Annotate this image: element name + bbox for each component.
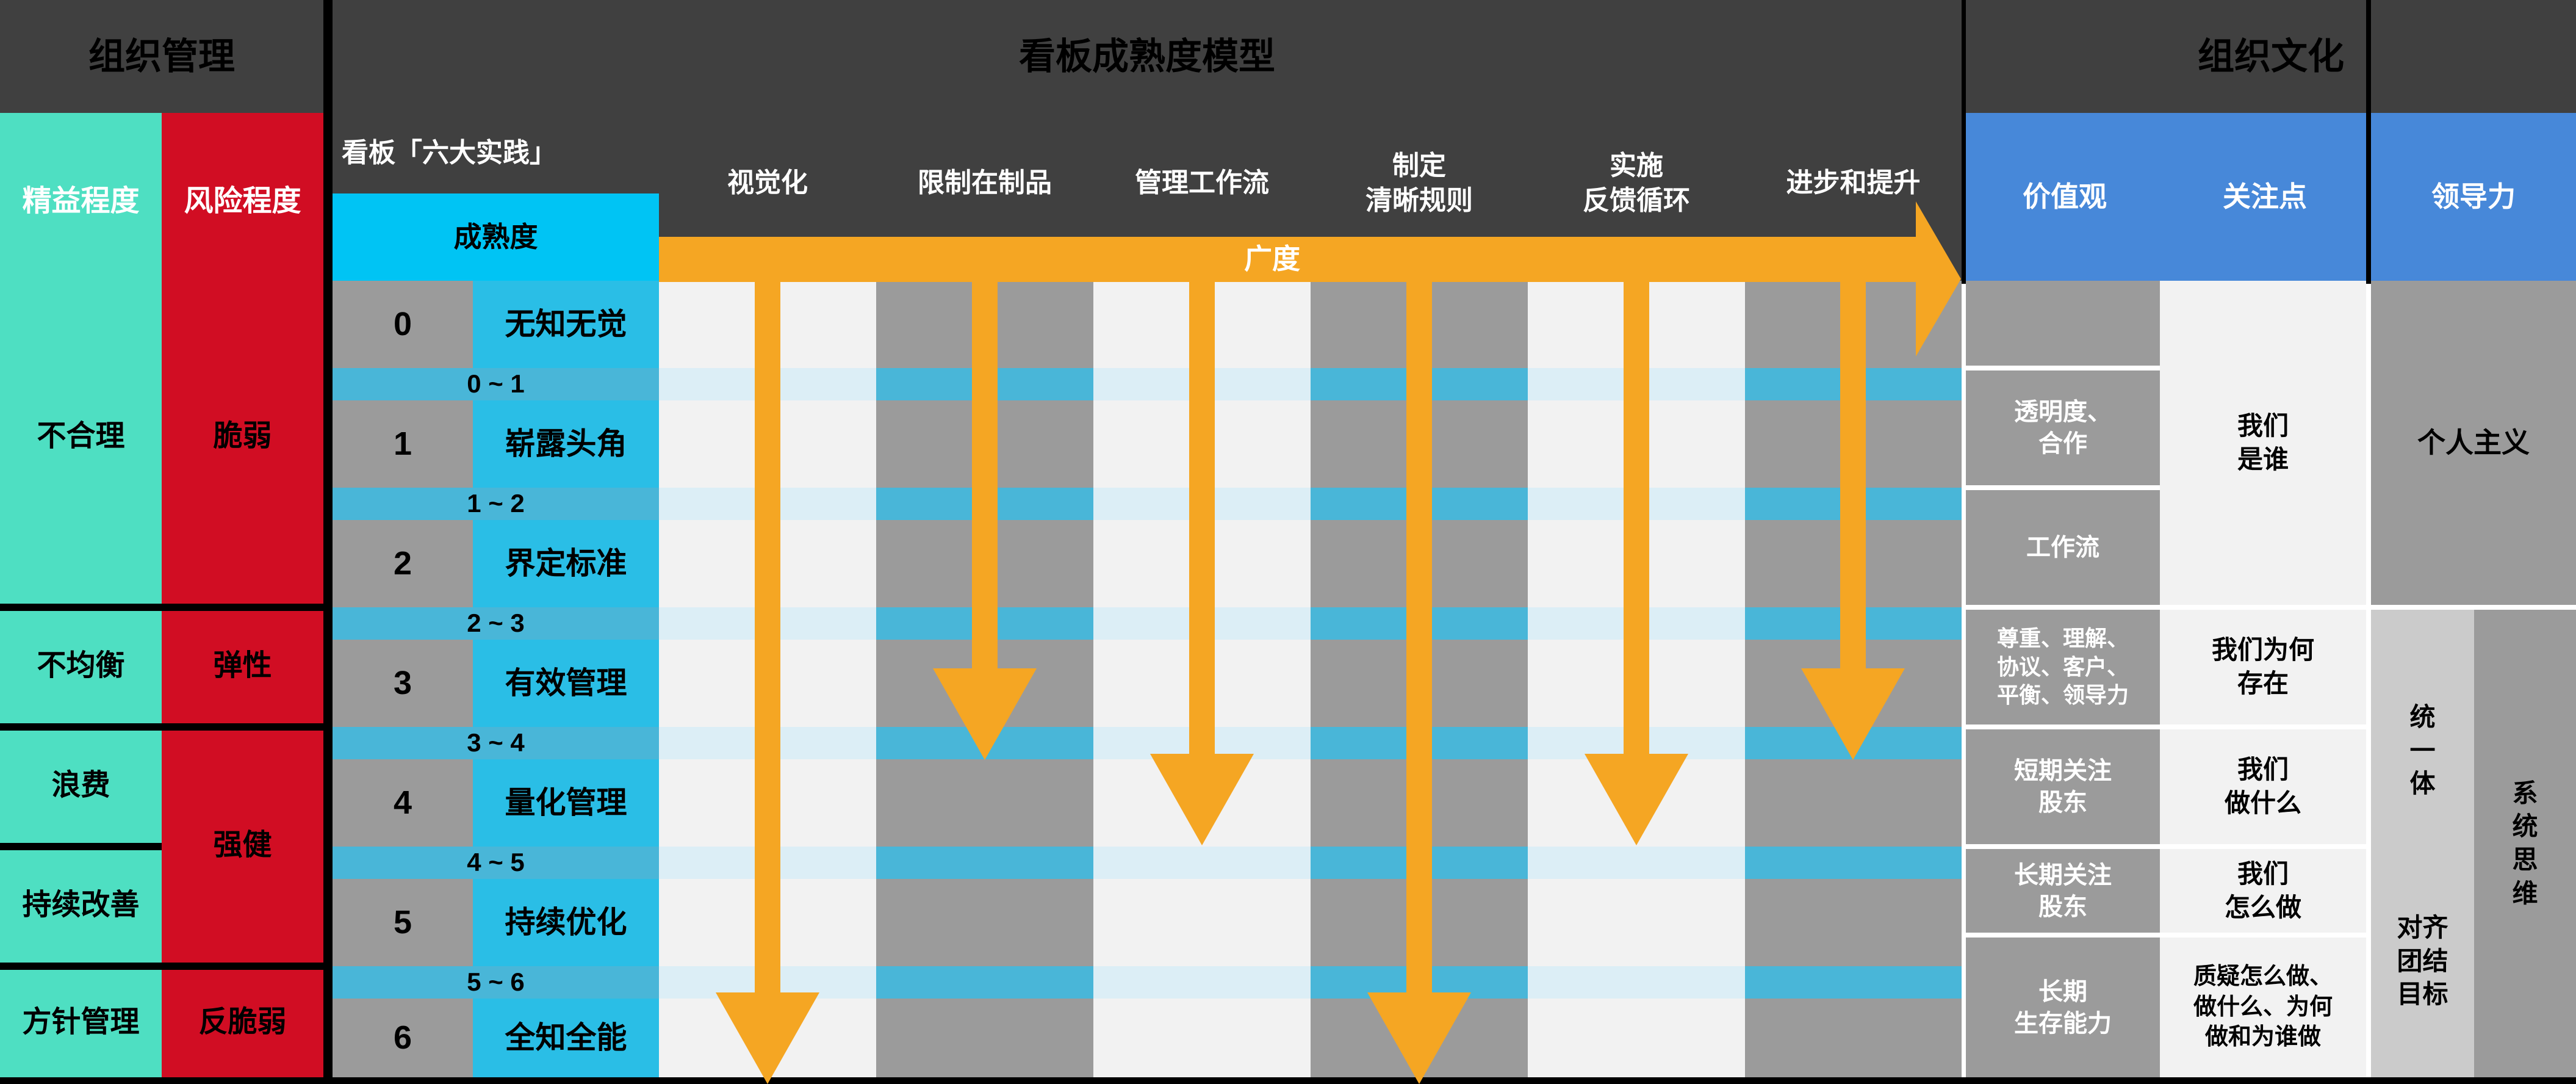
risk-cell-antifragile: 反脆弱 (198, 1005, 287, 1038)
leadership-cell-systems-thinking: 系 统 思 维 (2474, 610, 2576, 1077)
level-3-num-cell (333, 640, 473, 727)
level-4-label: 量化管理 (505, 786, 627, 820)
left-divider-1 (0, 604, 323, 611)
values-cell-workflow: 工作流 (1966, 490, 2160, 605)
level-6-num: 6 (393, 1019, 412, 1057)
transition-0-1: 0 ~ 1 (333, 368, 659, 400)
maturity-header: 成熟度 (333, 193, 659, 281)
level-0-label: 无知无觉 (505, 307, 627, 341)
focus-cell-what-we-do: 我们 做什么 (2160, 729, 2366, 844)
leadership-cell-unity: 统 一 体 (2409, 703, 2436, 798)
grid-column-visualize (659, 281, 876, 1077)
level-4-label-cell (473, 759, 659, 847)
values-cell-respect-understanding: 尊重、理解、 协议、客户、 平衡、领导力 (1966, 610, 2160, 724)
lean-degree-column (0, 113, 162, 1077)
level-2-num: 2 (393, 545, 412, 582)
level-6-label-cell (473, 999, 659, 1077)
values-cell-long-term-stakeholders: 长期关注 股东 (1966, 849, 2160, 933)
level-5-label-cell (473, 879, 659, 966)
lean-cell-waste: 浪费 (51, 768, 110, 801)
level-5-num: 5 (393, 904, 412, 941)
level-0-label-cell (473, 281, 659, 368)
lean-cell-unbalanced: 不均衡 (37, 649, 125, 682)
org-culture-header: 组织文化 (1966, 0, 2576, 113)
level-3-num: 3 (393, 665, 412, 702)
values-cell-empty (1966, 281, 2160, 366)
practice-header-visualize: 视觉化 (727, 168, 808, 198)
level-2-label-cell (473, 520, 659, 607)
bottom-border (0, 1077, 2576, 1084)
left-divider-4 (0, 963, 323, 970)
level-2-num-cell (333, 520, 473, 607)
transition-5-6: 5 ~ 6 (333, 966, 659, 999)
values-cell-transparency-collaboration: 透明度、 合作 (1966, 370, 2160, 485)
transition-1-2: 1 ~ 2 (333, 488, 659, 520)
focus-leadership-separator (2366, 0, 2371, 284)
level-3-label: 有效管理 (505, 666, 627, 700)
practice-header-explicit-policies: 制定 清晰规则 (1365, 150, 1473, 215)
risk-cell-robust: 强健 (213, 828, 272, 861)
lean-cell-policy-management: 方针管理 (22, 1005, 140, 1038)
values-cell-long-term-survival: 长期 生存能力 (1966, 938, 2160, 1077)
level-5-num-cell (333, 879, 473, 966)
grid-column-feedback-loops (1528, 281, 1745, 1077)
leadership-cell-aligned-goal: 对齐 团结 目标 (2397, 913, 2448, 1009)
level-3-label-cell (473, 640, 659, 727)
lean-cell-continuous-improvement: 持续改善 (22, 888, 140, 921)
breadth-label: 广度 (1244, 243, 1300, 275)
level-5-label: 持续优化 (505, 905, 627, 939)
lean-degree-label: 精益程度 (22, 184, 140, 217)
leadership-column-header: 领导力 (2431, 180, 2516, 212)
level-6-num-cell (333, 999, 473, 1077)
grid-column-improve-evolve (1745, 281, 1962, 1077)
practice-header-improve-evolve: 进步和提升 (1786, 168, 1921, 198)
focus-cell-how-we-do: 我们 怎么做 (2160, 849, 2366, 933)
transition-2-3: 2 ~ 3 (333, 607, 659, 640)
left-divider-2 (0, 723, 323, 731)
level-0-num: 0 (393, 306, 412, 343)
grid-column-limit-wip (876, 281, 1093, 1077)
focus-cell-question-everything: 质疑怎么做、 做什么、为何 做和为谁做 (2160, 938, 2366, 1077)
lean-cell-unreasonable: 不合理 (37, 419, 125, 452)
transition-3-4: 3 ~ 4 (333, 727, 659, 759)
risk-cell-resilient: 弹性 (213, 649, 272, 682)
level-1-label: 崭露头角 (505, 427, 627, 461)
grid-column-explicit-policies (1311, 281, 1528, 1077)
focus-cell-why-we-exist: 我们为何 存在 (2160, 610, 2366, 724)
kanban-model-title: 看板成熟度模型 (1019, 35, 1275, 77)
leadership-unity-column (2371, 610, 2474, 1077)
practice-header-manage-flow: 管理工作流 (1135, 168, 1269, 198)
practice-header-limit-wip: 限制在制品 (918, 168, 1052, 198)
values-focus-header-cell (1966, 113, 2366, 281)
risk-cell-fragile: 脆弱 (213, 419, 272, 452)
left-middle-separator (323, 0, 333, 1084)
lean-divider-3 (0, 843, 162, 850)
grid-column-manage-flow (1093, 281, 1311, 1077)
level-0-num-cell (333, 281, 473, 368)
level-1-num: 1 (393, 425, 412, 463)
focus-cell-who-we-are: 我们 是谁 (2160, 281, 2366, 605)
six-practices-label: 看板「六大实践」 (342, 138, 556, 168)
level-1-num-cell (333, 400, 473, 488)
practice-header-feedback-loops: 实施 反馈循环 (1583, 150, 1690, 215)
values-cell-short-term-stakeholders: 短期关注 股东 (1966, 729, 2160, 844)
risk-degree-column (162, 113, 323, 1077)
middle-right-separator (1962, 0, 1966, 284)
risk-degree-label: 风险程度 (184, 184, 301, 217)
leadership-header-cell (2371, 113, 2576, 281)
values-column-header: 价值观 (2023, 180, 2107, 212)
level-4-num: 4 (393, 784, 412, 822)
leadership-cell-individualism: 个人主义 (2371, 281, 2576, 605)
org-management-header: 组织管理 (0, 0, 323, 113)
level-2-label: 界定标准 (505, 546, 627, 580)
level-1-label-cell (473, 400, 659, 488)
level-4-num-cell (333, 759, 473, 847)
focus-column-header: 关注点 (2223, 180, 2307, 212)
level-6-label: 全知全能 (505, 1021, 627, 1055)
transition-4-5: 4 ~ 5 (333, 847, 659, 879)
